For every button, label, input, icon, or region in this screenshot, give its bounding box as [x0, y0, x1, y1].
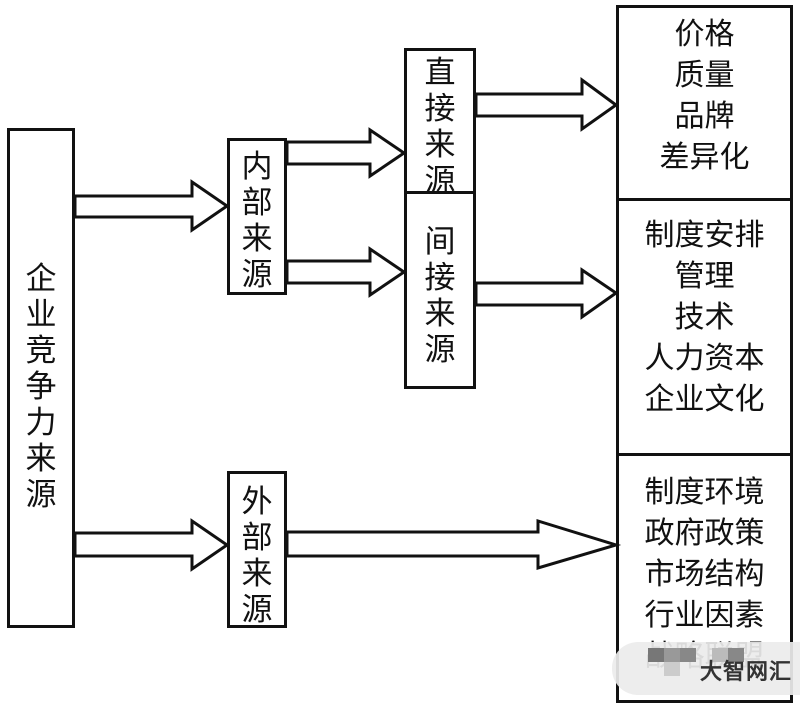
label-char: 接 — [424, 260, 456, 296]
factor-item: 人力资本 — [644, 341, 765, 376]
arrow-root-to-external — [73, 518, 230, 572]
label-char: 来 — [424, 296, 456, 332]
label-char: 源 — [241, 257, 273, 293]
factor-item: 品牌 — [674, 99, 735, 134]
arrow-indirect-to-factors — [474, 267, 619, 320]
label-char: 直 — [424, 55, 456, 91]
indirect-factors-list: 制度安排管理技术人力资本企业文化 — [619, 215, 790, 420]
watermark: 大智网汇 — [612, 642, 800, 695]
arrow-internal-to-indirect — [285, 246, 407, 298]
label-char: 争 — [25, 369, 57, 405]
indirect-factors-box: 制度安排管理技术人力资本企业文化 — [616, 198, 793, 456]
factor-item: 质量 — [674, 58, 735, 93]
watermark-mosaic — [712, 648, 728, 662]
factor-item: 企业文化 — [644, 382, 765, 417]
label-char: 竞 — [25, 333, 57, 369]
arrow-external-to-factors — [285, 518, 622, 571]
label-char: 外 — [241, 484, 273, 520]
label-char: 源 — [25, 477, 57, 513]
factor-item: 制度环境 — [644, 475, 765, 510]
factor-item: 行业因素 — [644, 598, 765, 633]
label-char: 来 — [424, 127, 456, 163]
root-node: 企业竞争力来源 — [7, 128, 75, 628]
watermark-mosaic — [680, 648, 696, 662]
label-char: 源 — [424, 332, 456, 368]
direct-factors-box: 价格质量品牌差异化 — [616, 5, 793, 201]
label-char: 接 — [424, 91, 456, 127]
watermark-mosaic — [728, 648, 744, 662]
label-char: 来 — [25, 441, 57, 477]
factor-item: 制度安排 — [644, 218, 765, 253]
root-label: 企业竞争力来源 — [10, 261, 72, 513]
direct-factors-list: 价格质量品牌差异化 — [619, 14, 790, 178]
factor-item: 市场结构 — [644, 557, 765, 592]
indirect-source-label: 间接来源 — [407, 224, 473, 368]
watermark-mosaic — [648, 648, 664, 662]
factor-item: 技术 — [674, 300, 735, 335]
external-source-label: 外部来源 — [230, 484, 284, 628]
label-char: 力 — [25, 405, 57, 441]
label-char: 内 — [241, 149, 273, 185]
label-char: 业 — [25, 297, 57, 333]
label-char: 源 — [241, 592, 273, 628]
arrow-internal-to-direct — [285, 127, 407, 179]
label-char: 来 — [241, 556, 273, 592]
label-char: 企 — [25, 261, 57, 297]
arrow-direct-to-factors — [474, 77, 619, 132]
watermark-text: 大智网汇 — [699, 660, 792, 685]
arrow-root-to-internal — [73, 179, 230, 233]
internal-source-label: 内部来源 — [230, 149, 284, 293]
internal-source-node: 内部来源 — [227, 138, 287, 295]
label-char: 间 — [424, 224, 456, 260]
label-char: 来 — [241, 221, 273, 257]
factor-item: 价格 — [674, 17, 735, 52]
label-char: 部 — [241, 185, 273, 221]
factor-item: 差异化 — [659, 140, 750, 175]
direct-source-node: 直接来源 — [404, 48, 476, 199]
label-char: 部 — [241, 520, 273, 556]
watermark-mosaic — [664, 662, 680, 676]
factor-item: 政府政策 — [644, 516, 765, 551]
factor-item: 管理 — [674, 259, 735, 294]
watermark-mosaic — [664, 648, 680, 662]
